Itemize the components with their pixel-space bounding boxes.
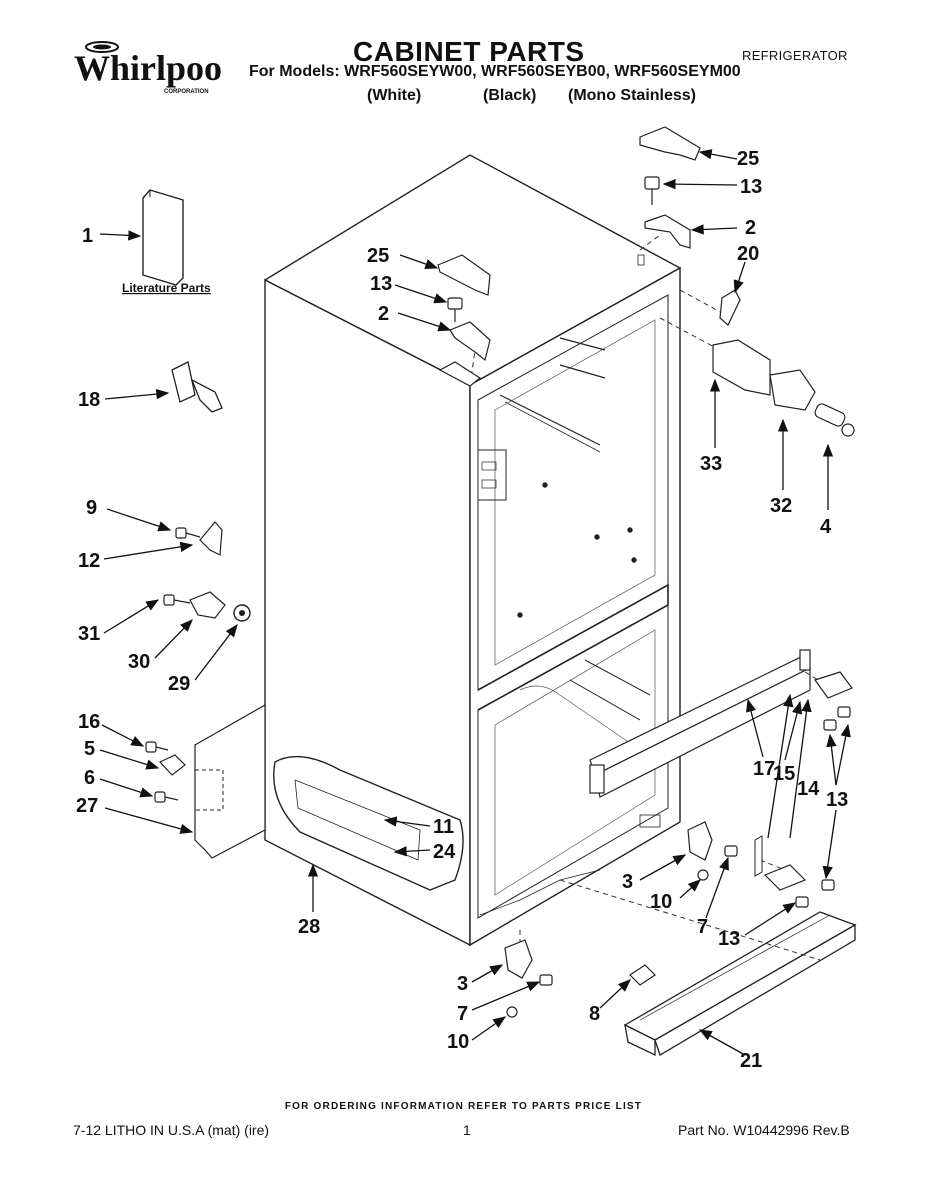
screw-7-right	[724, 845, 738, 857]
callout-13-lower: 13	[718, 928, 740, 950]
callout-13-top-right: 13	[740, 176, 762, 198]
hinge-lower-left-top	[438, 361, 482, 387]
hinge-cover-left	[437, 254, 491, 296]
switch-32	[769, 369, 816, 411]
callout-12: 12	[78, 550, 100, 572]
bracket-12	[199, 521, 223, 556]
literature-parts	[142, 189, 184, 286]
callout-21: 21	[740, 1050, 762, 1072]
bracket-15	[814, 671, 853, 699]
clip-8	[629, 964, 656, 986]
variant-white: (White)	[367, 87, 422, 104]
callout-25-left: 25	[367, 245, 389, 267]
callout-2-right: 2	[745, 217, 756, 239]
screw-7-left	[539, 974, 553, 986]
page-number: 1	[463, 1122, 471, 1138]
door-panel-24	[273, 755, 464, 891]
callout-2-left: 2	[378, 303, 389, 325]
callout-4: 4	[820, 516, 832, 538]
whirlpool-logo: Whirlpool CORPORATION	[74, 41, 222, 95]
callout-18: 18	[78, 389, 100, 411]
screw-6	[154, 791, 179, 803]
screw-13-right-a	[837, 706, 851, 718]
cross-rail	[589, 649, 811, 798]
bracket-33	[712, 339, 771, 396]
callout-3-left: 3	[457, 973, 468, 995]
category-label: REFRIGERATOR	[742, 48, 848, 63]
callout-5: 5	[84, 738, 95, 760]
plug-18	[171, 361, 223, 413]
part-number: Part No. W10442996 Rev.B	[678, 1122, 850, 1138]
callout-9: 9	[86, 497, 97, 519]
bracket-14	[763, 864, 807, 891]
callout-17: 17	[753, 758, 775, 780]
callout-7-left: 7	[457, 1003, 468, 1025]
callout-25-right: 25	[737, 148, 759, 170]
callout-29: 29	[168, 673, 190, 695]
wire-cover	[719, 289, 741, 326]
hinge-cover-right	[639, 126, 701, 161]
callout-15: 15	[773, 763, 795, 785]
callout-1: 1	[82, 225, 93, 247]
ordering-note: FOR ORDERING INFORMATION REFER TO PARTS …	[284, 1101, 643, 1112]
models-line: For Models: WRF560SEYW00, WRF560SEYB00, …	[249, 63, 741, 80]
callout-14: 14	[797, 778, 820, 800]
clip-5	[159, 754, 186, 776]
pin-14	[754, 835, 763, 877]
screw-13-right-b	[823, 719, 837, 731]
side-bracket-27	[194, 703, 266, 859]
socket-4	[814, 403, 855, 437]
brand-wordmark: Whirlpool	[74, 48, 222, 88]
washer-10-right	[697, 869, 709, 881]
screw-9	[175, 527, 201, 539]
litho-note: 7-12 LITHO IN U.S.A (mat) (ire)	[73, 1122, 270, 1138]
screw-13-right-d	[795, 896, 809, 908]
callout-11: 11	[433, 816, 454, 838]
screw-16	[145, 741, 169, 753]
hinge-bracket-left	[449, 321, 491, 362]
callout-7-right: 7	[697, 916, 708, 938]
leader-lines	[99, 149, 851, 1056]
washer-10-left	[506, 1006, 518, 1018]
callout-27: 27	[76, 795, 98, 817]
literature-parts-label: Literature Parts	[122, 281, 211, 295]
callout-13-top-left: 13	[370, 273, 392, 295]
callout-24: 24	[433, 841, 456, 863]
brand-subtitle: CORPORATION	[164, 89, 209, 95]
callout-13-right: 13	[826, 789, 848, 811]
callout-8: 8	[589, 1003, 600, 1025]
toe-grille	[623, 911, 857, 1057]
screw-31	[163, 594, 191, 606]
screw-13-top-left	[447, 297, 463, 322]
variant-black: (Black)	[483, 87, 537, 104]
variant-mono-stainless: (Mono Stainless)	[568, 87, 697, 104]
callout-31: 31	[78, 623, 100, 645]
callout-30: 30	[128, 651, 150, 673]
callout-32: 32	[770, 495, 792, 517]
callout-10-right: 10	[650, 891, 672, 913]
hinge-pin-30	[189, 591, 226, 619]
callout-6: 6	[84, 767, 95, 789]
hinge-3-right	[687, 821, 713, 861]
callout-10-left: 10	[447, 1031, 469, 1053]
callout-28: 28	[298, 916, 320, 938]
hinge-bracket-right	[644, 214, 691, 249]
screw-13-top-right	[644, 176, 660, 205]
callout-20: 20	[737, 243, 759, 265]
callout-33: 33	[700, 453, 722, 475]
screw-13-right-c	[821, 879, 835, 891]
callout-16: 16	[78, 711, 100, 733]
callout-3-right: 3	[622, 871, 633, 893]
hinge-3-left	[504, 939, 533, 979]
page-title: CABINET PARTS	[353, 36, 585, 67]
